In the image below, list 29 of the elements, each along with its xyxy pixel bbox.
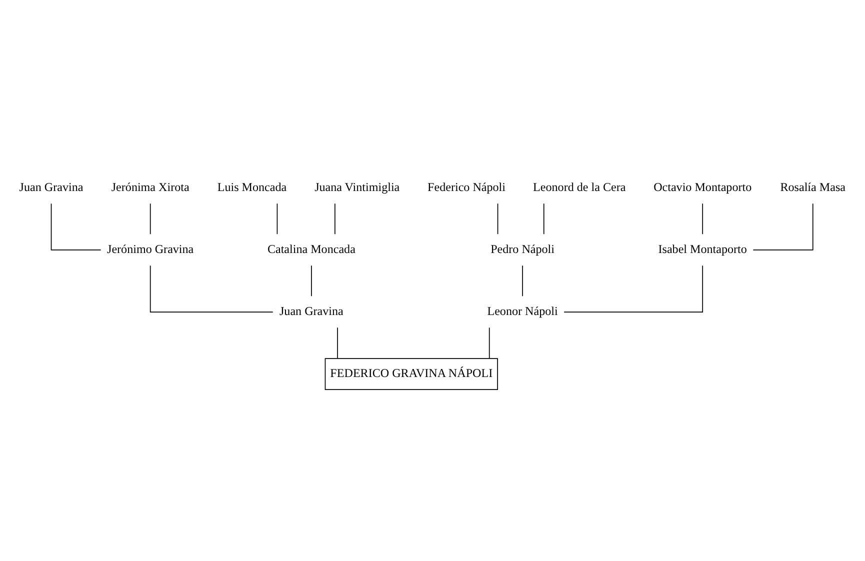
connector <box>150 264 274 312</box>
connector <box>311 264 312 296</box>
connector <box>276 202 278 234</box>
node-text: Isabel Montaporto <box>658 242 747 256</box>
node-text: Catalina Moncada <box>267 242 356 256</box>
node-text: Luis Moncada <box>217 180 287 194</box>
node-text: Juana Vintimiglia <box>314 180 400 194</box>
node-text: Rosalía Masa <box>780 180 846 194</box>
connector <box>50 202 102 250</box>
connector <box>702 202 704 234</box>
node-text: Federico Nápoli <box>428 180 506 194</box>
node-text: Jerónima Xirota <box>111 180 190 194</box>
connector <box>522 264 523 296</box>
connector <box>488 326 490 358</box>
connector <box>337 326 338 358</box>
connector <box>564 264 704 312</box>
connector <box>150 202 151 234</box>
node-text: Jerónimo Gravina <box>107 242 194 256</box>
node-text: Juan Gravina <box>19 180 84 194</box>
node-text: Juan Gravina <box>280 304 344 318</box>
node-text: Octavio Montaporto <box>654 180 752 194</box>
connector <box>543 202 544 234</box>
node-text: Leonor Nápoli <box>487 304 558 318</box>
node-box: FEDERICO GRAVINA NÁPOLI <box>324 358 498 390</box>
node-text: Pedro Nápoli <box>490 242 554 256</box>
connector <box>334 202 336 234</box>
connector <box>497 202 498 234</box>
node-text: Leonord de la Cera <box>533 180 626 194</box>
connector <box>752 202 814 250</box>
